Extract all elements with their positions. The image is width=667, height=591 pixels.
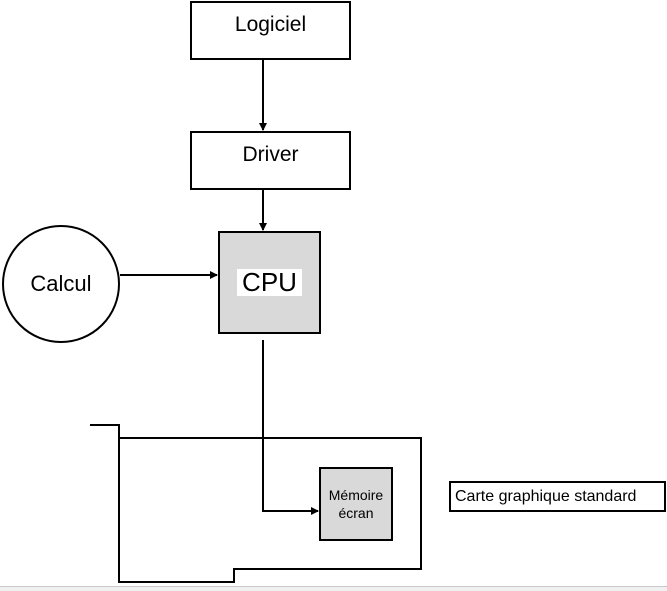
- node-calcul: Calcul: [2, 225, 120, 343]
- bottom-scroll-strip: [0, 586, 667, 591]
- node-logiciel: Logiciel: [190, 1, 351, 60]
- graphics-card-label-text: Carte graphique standard: [455, 487, 637, 505]
- node-memoire-label-line1: Mémoire: [328, 487, 384, 503]
- graphics-card-outline: [90, 424, 422, 583]
- node-calcul-label: Calcul: [30, 271, 92, 296]
- node-memoire-label-line2: écran: [338, 505, 374, 521]
- node-cpu: CPU: [218, 231, 321, 334]
- node-driver-label: Driver: [242, 143, 299, 166]
- node-logiciel-label: Logiciel: [234, 13, 307, 36]
- node-driver: Driver: [190, 131, 351, 190]
- node-cpu-label: CPU: [237, 269, 302, 296]
- graphics-card-label: Carte graphique standard: [449, 481, 666, 512]
- node-memoire-ecran: Mémoire écran: [319, 467, 393, 541]
- arrow-cpu-memoire: [262, 340, 319, 515]
